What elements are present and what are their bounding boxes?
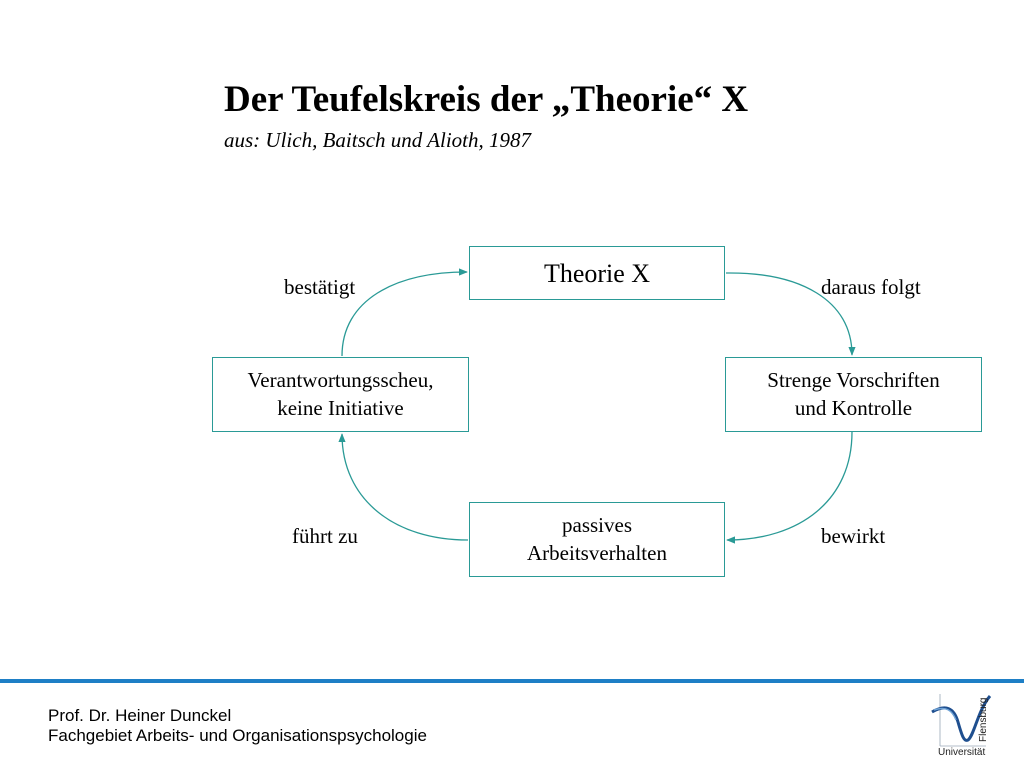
footer-author: Prof. Dr. Heiner Dunckel: [48, 706, 232, 725]
slide-title: Der Teufelskreis der „Theorie“ X: [224, 79, 749, 120]
university-logo-icon: [931, 694, 992, 747]
footer-department: Fachgebiet Arbeits- und Organisationspsy…: [48, 725, 427, 745]
footer-info: Prof. Dr. Heiner Dunckel Fachgebiet Arbe…: [48, 706, 427, 745]
edge-label-follows: daraus folgt: [821, 275, 921, 299]
arrow-right-to-bottom: [726, 431, 853, 544]
node-avoid-responsibility-line-2: keine Initiative: [277, 395, 404, 420]
slide-subtitle: aus: Ulich, Baitsch und Alioth, 1987: [224, 128, 532, 152]
edge-label-leads-to: führt zu: [292, 524, 358, 548]
node-strict-rules-line-1: Strenge Vorschriften: [767, 368, 940, 393]
arrow-top-to-right: [725, 272, 856, 356]
node-theory-x-line-1: Theorie X: [543, 259, 651, 288]
node-passive-behavior-line-2: Arbeitsverhalten: [527, 540, 667, 565]
node-strict-rules: Strenge Vorschriften und Kontrolle: [725, 357, 982, 432]
logo-text-city: Flensburg: [978, 697, 989, 742]
footer-divider: [0, 679, 1024, 683]
arrow-bottom-to-left: [338, 433, 469, 541]
node-avoid-responsibility-line-1: Verantwortungsscheu,: [247, 368, 434, 393]
node-strict-rules-line-2: und Kontrolle: [794, 395, 913, 420]
edge-label-causes: bewirkt: [821, 524, 886, 548]
node-theory-x: Theorie X: [469, 246, 725, 300]
edge-label-confirms: bestätigt: [284, 275, 356, 299]
node-avoid-responsibility: Verantwortungsscheu, keine Initiative: [212, 357, 469, 432]
arrow-left-to-top: [341, 268, 468, 357]
node-passive-behavior-line-1: passives: [562, 513, 632, 538]
node-passive-behavior: passives Arbeitsverhalten: [469, 502, 725, 577]
logo-text-university: Universität: [938, 747, 986, 758]
